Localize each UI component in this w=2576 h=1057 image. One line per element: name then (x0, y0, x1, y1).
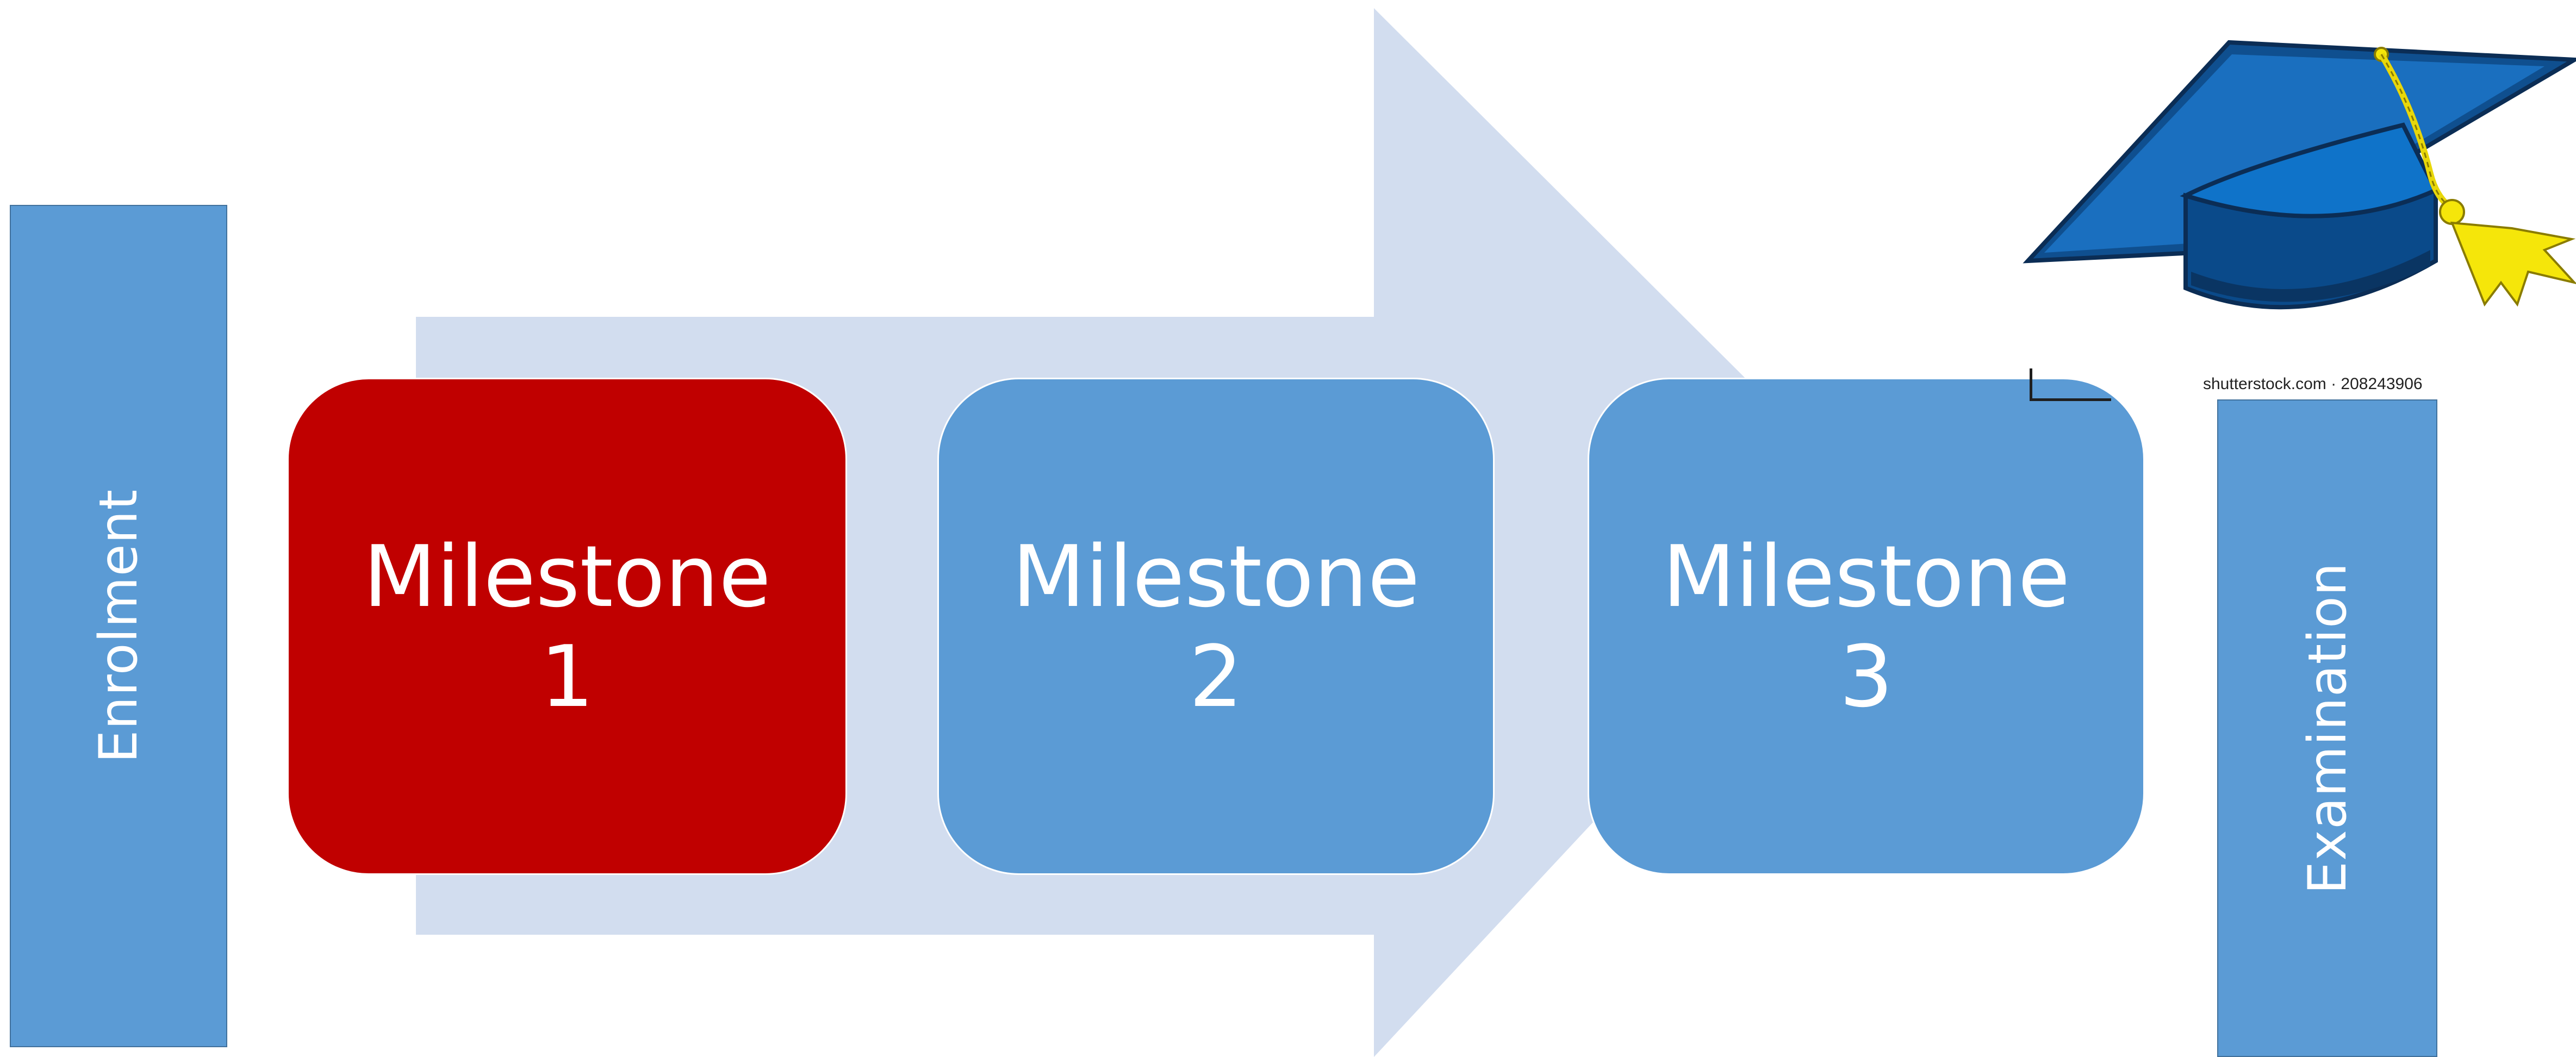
milestone-3: Milestone 3 (1588, 378, 2145, 875)
milestone-1-word: Milestone (363, 527, 771, 626)
divider-mark-horizontal (2030, 398, 2111, 401)
examination-label: Examination (2297, 562, 2358, 895)
milestone-3-word: Milestone (1662, 527, 2070, 626)
milestone-1-number: 1 (540, 627, 594, 726)
watermark-text: shutterstock.com · 208243906 (2203, 375, 2423, 393)
milestone-2-word: Milestone (1012, 527, 1420, 626)
divider-mark (2030, 368, 2032, 401)
milestone-3-number: 3 (1839, 627, 1894, 726)
milestone-1: Milestone 1 (287, 378, 847, 875)
milestone-2-number: 2 (1189, 627, 1243, 726)
enrolment-label: Enrolment (88, 489, 149, 764)
graduation-cap-icon (2023, 40, 2576, 310)
milestone-2: Milestone 2 (937, 378, 1495, 875)
examination-bar: Examination (2217, 399, 2437, 1057)
enrolment-bar: Enrolment (10, 205, 227, 1047)
